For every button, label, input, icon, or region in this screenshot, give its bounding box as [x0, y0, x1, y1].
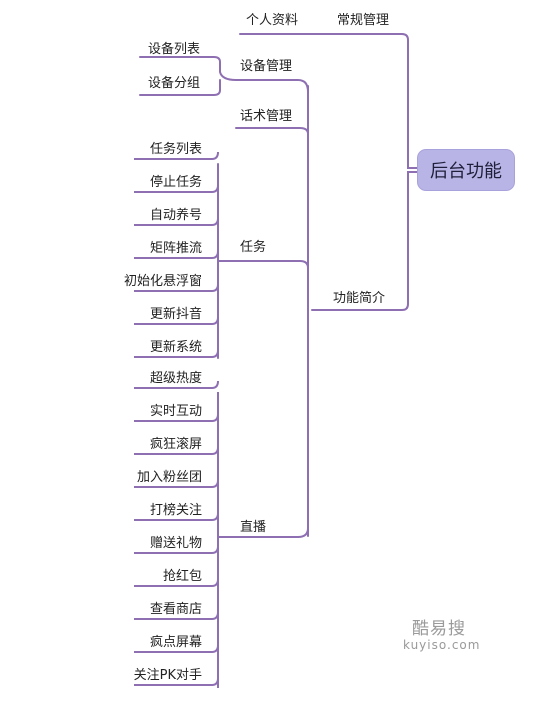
task-leaf-2: 自动养号 — [149, 208, 202, 223]
live-leaf-9: 关注PK对手 — [133, 668, 202, 683]
branch-general-label: 常规管理 — [337, 13, 390, 28]
task-leaf-connector-6 — [134, 349, 219, 358]
task-leaf-connector-0 — [134, 151, 219, 160]
live-leaf-1: 实时互动 — [149, 404, 202, 419]
live-leaf-0: 超级热度 — [149, 371, 202, 386]
task-leaf-1: 停止任务 — [149, 175, 202, 190]
leaf-device-list: 设备列表 — [147, 42, 200, 57]
live-leaf-2: 疯狂滚屏 — [149, 437, 202, 452]
node-script-management: 话术管理 — [240, 109, 293, 124]
task-leaf-3: 矩阵推流 — [149, 241, 202, 256]
live-leaf-3: 加入粉丝团 — [136, 470, 202, 485]
live-leaf-6: 抢红包 — [162, 569, 202, 584]
watermark-url: kuyiso.com — [403, 638, 481, 652]
node-live: 直播 — [240, 520, 267, 535]
leaf-device-group: 设备分组 — [147, 76, 200, 91]
task-leaf-connector-2 — [134, 217, 219, 226]
live-leaf-4: 打榜关注 — [149, 503, 202, 518]
live-leaf-5: 赠送礼物 — [149, 536, 202, 551]
task-leaf-connector-5 — [134, 316, 219, 325]
node-task: 任务 — [240, 240, 267, 255]
watermark-logo-text: 酷易搜 — [412, 619, 466, 639]
root-node: 后台功能 — [418, 150, 514, 190]
live-leaf-7: 查看商店 — [149, 602, 202, 617]
task-leaf-connector-1 — [134, 184, 219, 193]
task-leaf-4: 初始化悬浮窗 — [123, 274, 202, 289]
task-leaf-6: 更新系统 — [149, 340, 202, 355]
task-leaf-connector-3 — [134, 250, 219, 259]
node-device-management: 设备管理 — [240, 59, 293, 74]
branch-intro-label: 功能简介 — [333, 291, 386, 306]
node-personal-info: 个人资料 — [246, 13, 299, 28]
root-label: 后台功能 — [430, 161, 502, 182]
task-leaf-0: 任务列表 — [149, 142, 202, 157]
task-leaf-5: 更新抖音 — [149, 307, 202, 322]
task-leaf-connector-4 — [134, 283, 219, 292]
live-leaf-connector-0 — [134, 380, 219, 389]
live-leaf-8: 疯点屏幕 — [149, 635, 202, 650]
